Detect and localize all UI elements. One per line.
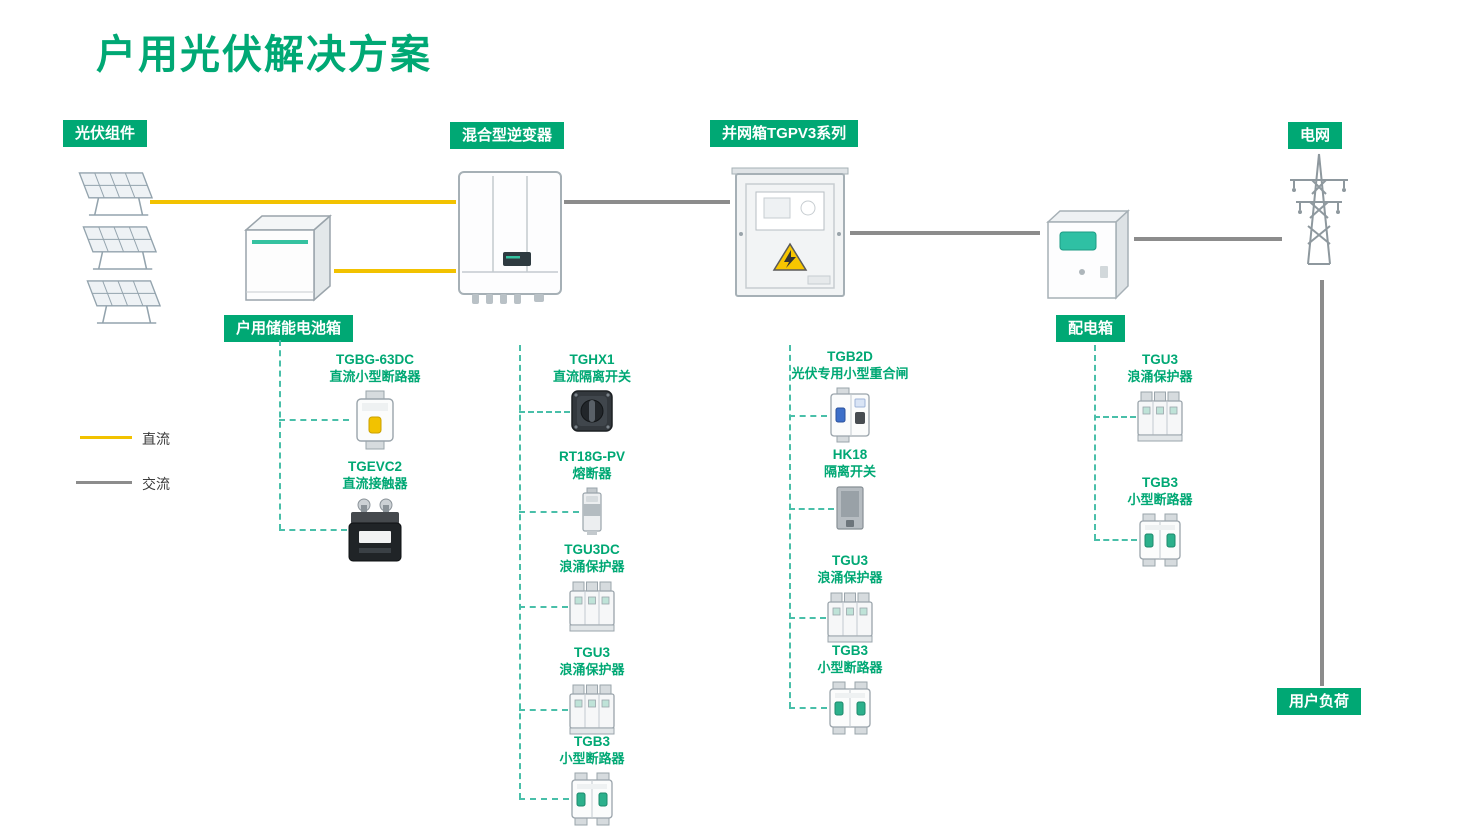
- product-model: TGHX1: [569, 352, 615, 367]
- dc-isolator-image: [522, 389, 662, 438]
- label-user-load: 用户负荷: [1277, 688, 1362, 715]
- mcb-2p-image: [780, 680, 920, 741]
- label-power-grid: 电网: [1288, 122, 1343, 149]
- legend-dc-line: [80, 436, 132, 439]
- inverter-branch-stub-1: [519, 411, 570, 413]
- product-desc: 熔断器: [572, 466, 612, 481]
- inverter-branch-line: [519, 345, 521, 799]
- label-pv-modules: 光伏组件: [63, 120, 148, 147]
- dc-line-battery-to-inverter: [334, 269, 456, 273]
- grid-box-image: [730, 164, 850, 309]
- product-model: TGU3: [831, 553, 868, 568]
- battery-branch-stub-1: [279, 419, 349, 421]
- battery-box-image: [236, 210, 334, 310]
- label-hybrid-inverter: 混合型逆变器: [450, 122, 565, 149]
- product-desc: 浪涌保护器: [1127, 369, 1193, 384]
- product-item-tgb3-inverter: TGB3 小型断路器: [522, 733, 662, 831]
- dc-contactor-image: [305, 496, 445, 569]
- product-item-tgb3-distbox: TGB3 小型断路器: [1090, 474, 1230, 573]
- product-desc: 小型断路器: [1127, 492, 1193, 507]
- surge-protector-image: [780, 590, 920, 649]
- product-model: TGU3DC: [564, 542, 620, 557]
- product-desc: 小型断路器: [559, 751, 625, 766]
- product-model: RT18G-PV: [558, 449, 626, 464]
- distbox-branch-line: [1094, 345, 1096, 540]
- mcb-1p-image: [305, 389, 445, 456]
- label-distribution-box: 配电箱: [1056, 315, 1126, 342]
- surge-protector-image: [522, 579, 662, 638]
- product-model: TGU3: [573, 645, 610, 660]
- product-item-tgu3-inverter: TGU3 浪涌保护器: [522, 644, 662, 741]
- product-desc: 小型断路器: [817, 660, 883, 675]
- gridbox-branch-stub-4: [789, 707, 827, 709]
- product-item-tgb2d: TGB2D 光伏专用小型重合闸: [780, 348, 920, 449]
- product-item-tgu3-gridbox: TGU3 浪涌保护器: [780, 552, 920, 649]
- ac-line-distbox-to-grid: [1134, 237, 1282, 241]
- mcb-2p-image: [522, 771, 662, 831]
- legend-dc-label: 直流: [142, 431, 170, 447]
- product-desc: 浪涌保护器: [559, 559, 625, 574]
- mcb-2p-image: [1090, 512, 1230, 573]
- ac-line-gridbox-to-distbox: [850, 231, 1040, 235]
- product-model: TGB3: [831, 643, 868, 658]
- knife-switch-image: [780, 484, 920, 537]
- hybrid-inverter-image: [456, 168, 564, 313]
- product-desc: 浪涌保护器: [559, 662, 625, 677]
- recloser-image: [780, 386, 920, 449]
- transmission-tower-image: [1282, 150, 1356, 275]
- fuse-image: [522, 486, 662, 541]
- product-model: TGB2D: [827, 349, 873, 364]
- gridbox-branch-stub-1: [789, 415, 827, 417]
- ac-line-to-user-load: [1320, 280, 1324, 686]
- battery-branch-stub-2: [279, 529, 347, 531]
- product-model: TGB3: [573, 734, 610, 749]
- product-model: HK18: [832, 447, 868, 462]
- product-desc: 直流小型断路器: [329, 369, 421, 384]
- legend-ac-label: 交流: [142, 476, 170, 492]
- product-model: TGBG-63DC: [335, 352, 414, 367]
- product-item-tgbg-63dc: TGBG-63DC 直流小型断路器: [305, 351, 445, 456]
- ac-line-inverter-to-gridbox: [564, 200, 730, 204]
- solar-panel-row-2-image: [70, 222, 158, 279]
- label-grid-box: 并网箱TGPV3系列: [710, 120, 859, 147]
- dc-line-pv-to-inverter: [150, 200, 456, 204]
- product-model: TGU3: [1141, 352, 1178, 367]
- product-desc: 直流接触器: [342, 476, 408, 491]
- inverter-branch-stub-4: [519, 709, 568, 711]
- product-desc: 隔离开关: [823, 464, 876, 479]
- solar-panel-row-1-image: [66, 168, 154, 225]
- distbox-branch-stub-1: [1094, 416, 1136, 418]
- product-desc: 浪涌保护器: [817, 570, 883, 585]
- product-item-tghx1: TGHX1 直流隔离开关: [522, 351, 662, 438]
- distribution-box-image: [1040, 206, 1134, 309]
- product-model: TGB3: [1141, 475, 1178, 490]
- product-item-tgu3-distbox: TGU3 浪涌保护器: [1090, 351, 1230, 448]
- page-title: 户用光伏解决方案: [96, 33, 432, 77]
- product-item-hk18: HK18 隔离开关: [780, 446, 920, 537]
- product-desc: 直流隔离开关: [552, 369, 631, 384]
- battery-branch-line: [279, 340, 281, 530]
- distbox-branch-stub-2: [1094, 539, 1137, 541]
- label-battery-box: 户用储能电池箱: [224, 315, 354, 342]
- gridbox-branch-line: [789, 345, 791, 708]
- legend-ac-line: [76, 481, 132, 484]
- product-item-tgevc2: TGEVC2 直流接触器: [305, 458, 445, 569]
- product-item-tgb3-gridbox: TGB3 小型断路器: [780, 642, 920, 741]
- product-desc: 光伏专用小型重合闸: [791, 366, 909, 381]
- product-item-rt18g-pv: RT18G-PV 熔断器: [522, 448, 662, 541]
- gridbox-branch-stub-2: [789, 508, 834, 510]
- inverter-branch-stub-2: [519, 511, 579, 513]
- surge-protector-image: [1090, 389, 1230, 448]
- solar-panel-row-3-image: [74, 276, 162, 333]
- product-item-tgu3dc: TGU3DC 浪涌保护器: [522, 541, 662, 638]
- product-model: TGEVC2: [347, 459, 402, 474]
- inverter-branch-stub-5: [519, 798, 569, 800]
- inverter-branch-stub-3: [519, 606, 568, 608]
- gridbox-branch-stub-3: [789, 617, 826, 619]
